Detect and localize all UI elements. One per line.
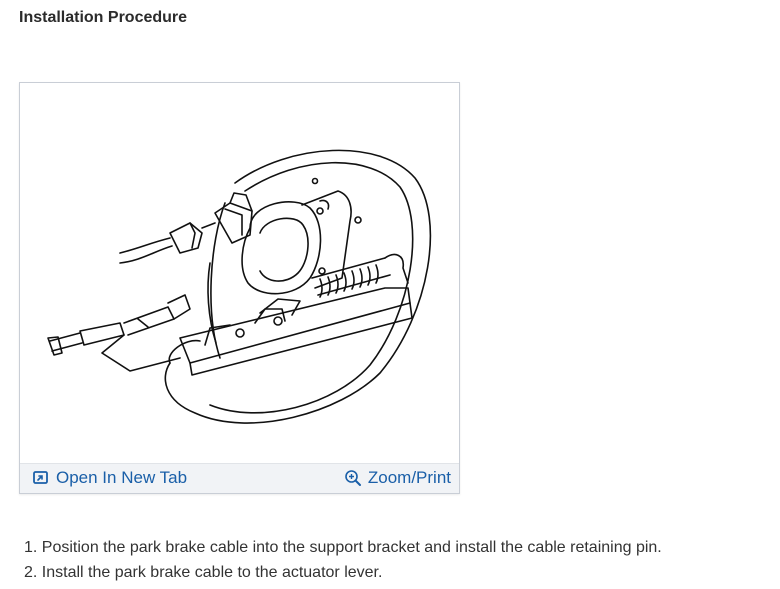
- zoom-print-link[interactable]: Zoom/Print: [344, 468, 451, 488]
- list-item: 1. Position the park brake cable into th…: [24, 535, 662, 560]
- figure-card: Open In New Tab Zoom/Print: [19, 82, 460, 494]
- zoom-in-icon: [344, 469, 362, 487]
- open-in-new-tab-link[interactable]: Open In New Tab: [32, 468, 187, 488]
- procedure-steps: 1. Position the park brake cable into th…: [24, 535, 662, 585]
- page-title: Installation Procedure: [19, 9, 188, 26]
- park-brake-diagram[interactable]: [20, 83, 459, 462]
- open-in-new-tab-label: Open In New Tab: [56, 468, 188, 487]
- step-text: Position the park brake cable into the s…: [41, 539, 662, 556]
- park-brake-drawing: [47, 149, 432, 424]
- step-number: 2.: [24, 564, 38, 581]
- figure-toolbar: Open In New Tab Zoom/Print: [20, 463, 459, 493]
- list-item: 2. Install the park brake cable to the a…: [24, 560, 662, 585]
- zoom-print-label: Zoom/Print: [367, 468, 451, 487]
- step-text: Install the park brake cable to the actu…: [41, 564, 383, 581]
- step-number: 1.: [24, 539, 38, 556]
- open-new-tab-icon: [32, 469, 50, 487]
